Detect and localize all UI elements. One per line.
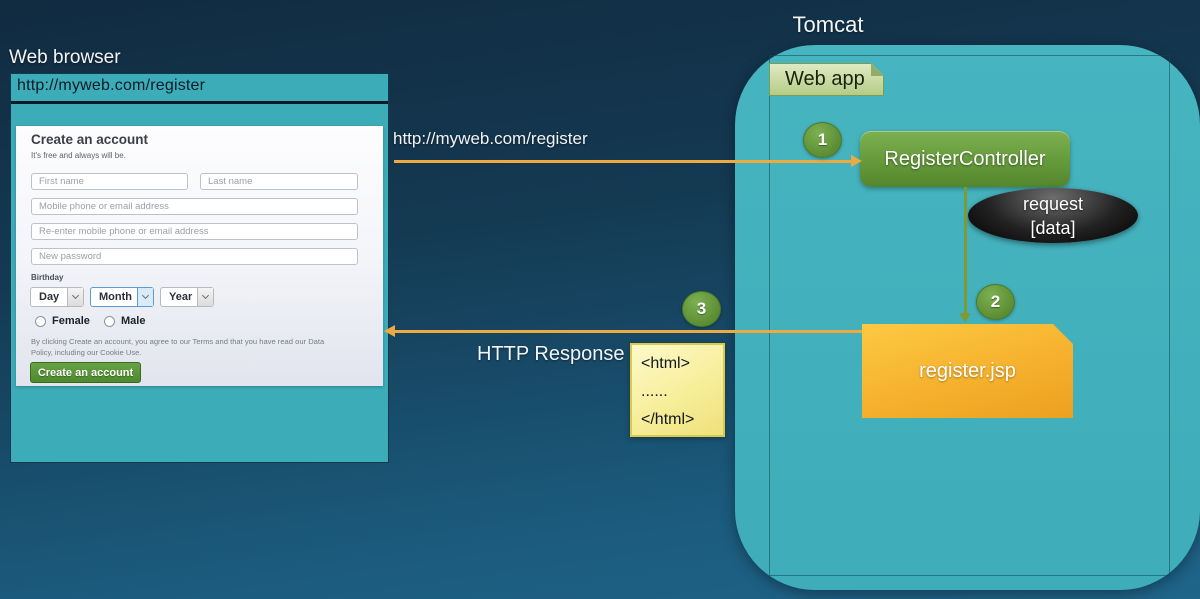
tomcat-title: Tomcat xyxy=(792,12,864,37)
step-3-badge: 3 xyxy=(682,291,721,327)
browser-section-title: Web browser xyxy=(9,47,121,68)
birthday-label: Birthday xyxy=(31,273,64,282)
request-arrowhead-icon xyxy=(851,155,862,167)
new-password-input[interactable] xyxy=(31,248,358,265)
note-line-3: </html> xyxy=(641,411,695,428)
webapp-tab: Web app xyxy=(769,63,884,96)
browser-window: http://myweb.com/register Create an acco… xyxy=(10,73,389,463)
month-dropdown-value: Month xyxy=(99,291,132,303)
reenter-mobile-or-email-input[interactable] xyxy=(31,223,358,240)
mobile-or-email-input[interactable] xyxy=(31,198,358,215)
legal-line-2: Policy, including our Cookie Use. xyxy=(31,348,142,357)
controller-to-jsp-arrow-line xyxy=(964,187,967,314)
month-dropdown[interactable]: Month xyxy=(90,287,154,307)
form-subtitle: It's free and always will be. xyxy=(31,151,126,160)
day-dropdown[interactable]: Day xyxy=(30,287,84,307)
response-arrow-line xyxy=(395,330,862,333)
note-line-2: ...... xyxy=(641,383,668,400)
chevron-down-icon xyxy=(197,288,213,306)
address-url: http://myweb.com/register xyxy=(17,77,206,94)
signup-form: Create an account It's free and always w… xyxy=(16,126,383,386)
chevron-down-icon xyxy=(137,288,153,306)
female-radio-label: Female xyxy=(52,315,90,327)
request-object-line-2: [data] xyxy=(1030,217,1076,238)
legal-line-1: By clicking Create an account, you agree… xyxy=(31,337,325,346)
year-dropdown[interactable]: Year xyxy=(160,287,214,307)
step-1-badge: 1 xyxy=(803,122,842,158)
first-name-input[interactable] xyxy=(31,173,188,190)
address-bar-divider xyxy=(11,101,388,104)
year-dropdown-value: Year xyxy=(169,291,193,303)
request-object-line-1: request xyxy=(1022,193,1084,214)
create-account-button[interactable]: Create an account xyxy=(30,362,141,383)
request-data-ellipse: request [data] xyxy=(968,188,1138,243)
last-name-input[interactable] xyxy=(200,173,358,190)
request-arrow-label: http://myweb.com/register xyxy=(393,129,588,148)
address-bar[interactable]: http://myweb.com/register xyxy=(11,74,388,101)
request-arrow-line xyxy=(394,160,851,163)
webapp-boundary xyxy=(769,55,1170,576)
register-jsp-node: register.jsp xyxy=(862,324,1073,418)
male-radio-label: Male xyxy=(121,315,146,327)
response-arrow-label: HTTP Response xyxy=(477,343,625,365)
radio-circle-icon xyxy=(35,315,46,327)
register-controller-node: RegisterController xyxy=(860,131,1070,187)
female-radio[interactable]: Female xyxy=(35,314,90,328)
form-title: Create an account xyxy=(31,132,149,147)
response-arrowhead-icon xyxy=(384,325,395,337)
note-line-1: <html> xyxy=(641,355,690,372)
controller-to-jsp-arrowhead-icon xyxy=(959,313,971,323)
chevron-down-icon xyxy=(67,288,83,306)
html-response-note: <html> ...... </html> xyxy=(630,343,725,437)
day-dropdown-value: Day xyxy=(39,291,60,303)
male-radio[interactable]: Male xyxy=(104,314,145,328)
legal-text: By clicking Create an account, you agree… xyxy=(31,336,324,358)
radio-circle-icon xyxy=(104,315,115,327)
step-2-badge: 2 xyxy=(976,284,1015,320)
